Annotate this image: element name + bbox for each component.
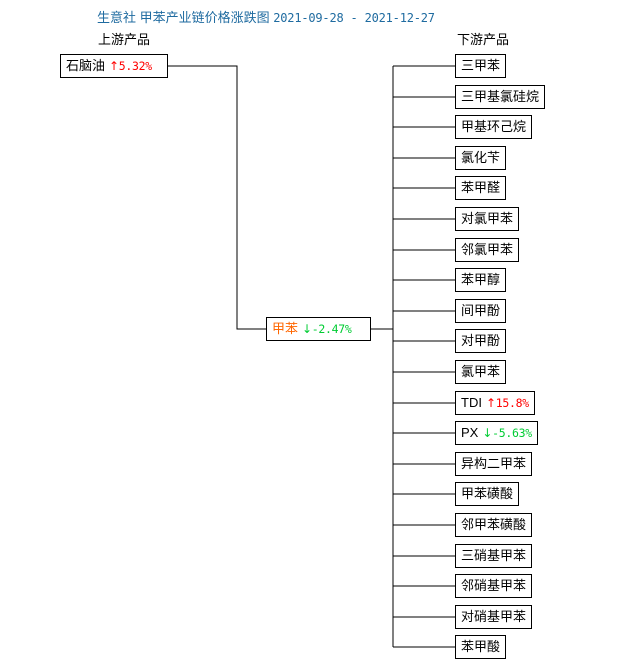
node-label: 苯甲醛 bbox=[461, 180, 501, 195]
node-upstream-naphtha[interactable]: 石脑油↑5.32% bbox=[60, 54, 168, 78]
node-label: 对氯甲苯 bbox=[461, 211, 514, 226]
page-title: 生意社 甲苯产业链价格涨跌图 2021-09-28 - 2021-12-27 bbox=[97, 7, 435, 26]
title-text: 生意社 甲苯产业链价格涨跌图 bbox=[97, 10, 270, 25]
node-downstream-10[interactable]: 对甲酚 bbox=[455, 329, 507, 353]
node-label: 邻硝基甲苯 bbox=[461, 578, 527, 593]
node-label: 对硝基甲苯 bbox=[461, 609, 527, 624]
node-change-value: 15.8% bbox=[495, 396, 529, 410]
upstream-column-header: 上游产品 bbox=[98, 32, 151, 47]
node-center-toluene[interactable]: 甲苯↓-2.47% bbox=[266, 317, 371, 341]
node-label: 甲苯磺酸 bbox=[461, 486, 514, 501]
down-arrow-icon: ↓ bbox=[302, 322, 312, 336]
node-downstream-1[interactable]: 三甲苯 bbox=[455, 54, 507, 78]
node-change-value: 5.32% bbox=[118, 59, 152, 73]
node-label: 对甲酚 bbox=[461, 333, 501, 348]
node-downstream-7[interactable]: 邻氯甲苯 bbox=[455, 238, 520, 262]
node-label: 苯甲酸 bbox=[461, 639, 501, 654]
node-label: PX bbox=[461, 425, 479, 440]
node-downstream-5[interactable]: 苯甲醛 bbox=[455, 176, 507, 200]
node-label: 三甲基氯硅烷 bbox=[461, 89, 540, 104]
node-downstream-18[interactable]: 邻硝基甲苯 bbox=[455, 574, 533, 598]
node-label: 氯甲苯 bbox=[461, 364, 501, 379]
node-downstream-6[interactable]: 对氯甲苯 bbox=[455, 207, 520, 231]
node-change: ↑15.8% bbox=[486, 396, 529, 410]
up-arrow-icon: ↑ bbox=[485, 396, 496, 410]
node-label: 石脑油 bbox=[66, 58, 106, 73]
node-change: ↑5.32% bbox=[109, 59, 152, 73]
node-label: TDI bbox=[461, 395, 482, 410]
node-downstream-12[interactable]: TDI↑15.8% bbox=[455, 391, 535, 415]
node-downstream-20[interactable]: 苯甲酸 bbox=[455, 635, 507, 659]
node-change: ↓-5.63% bbox=[482, 426, 532, 440]
node-downstream-4[interactable]: 氯化苄 bbox=[455, 146, 507, 170]
node-downstream-8[interactable]: 苯甲醇 bbox=[455, 268, 507, 292]
node-downstream-2[interactable]: 三甲基氯硅烷 bbox=[455, 85, 546, 109]
node-downstream-14[interactable]: 异构二甲苯 bbox=[455, 452, 533, 476]
node-label: 三甲苯 bbox=[461, 58, 501, 73]
node-downstream-19[interactable]: 对硝基甲苯 bbox=[455, 605, 533, 629]
node-label: 三硝基甲苯 bbox=[461, 548, 527, 563]
down-arrow-icon: ↓ bbox=[482, 426, 493, 440]
title-date-range: 2021-09-28 - 2021-12-27 bbox=[273, 11, 435, 25]
node-label: 邻氯甲苯 bbox=[461, 242, 514, 257]
node-label: 间甲酚 bbox=[461, 303, 501, 318]
node-downstream-9[interactable]: 间甲酚 bbox=[455, 299, 507, 323]
node-downstream-17[interactable]: 三硝基甲苯 bbox=[455, 544, 533, 568]
node-downstream-16[interactable]: 邻甲苯磺酸 bbox=[455, 513, 533, 537]
node-label: 异构二甲苯 bbox=[461, 456, 527, 471]
wire-downstream-stubs bbox=[393, 65, 455, 648]
node-label: 邻甲苯磺酸 bbox=[461, 517, 527, 532]
node-change: ↓-2.47% bbox=[302, 322, 352, 336]
node-downstream-15[interactable]: 甲苯磺酸 bbox=[455, 482, 520, 506]
node-label: 氯化苄 bbox=[461, 150, 501, 165]
node-label: 甲基环己烷 bbox=[461, 119, 527, 134]
downstream-column-header: 下游产品 bbox=[457, 32, 510, 47]
node-label: 苯甲醇 bbox=[461, 272, 501, 287]
node-downstream-13[interactable]: PX↓-5.63% bbox=[455, 421, 538, 445]
wire-upstream-to-center bbox=[168, 65, 266, 330]
node-downstream-3[interactable]: 甲基环己烷 bbox=[455, 115, 533, 139]
node-change-value: -2.47% bbox=[311, 322, 352, 336]
node-downstream-11[interactable]: 氯甲苯 bbox=[455, 360, 507, 384]
node-label: 甲苯 bbox=[272, 321, 299, 336]
up-arrow-icon: ↑ bbox=[109, 59, 119, 73]
node-change-value: -5.63% bbox=[492, 426, 532, 440]
